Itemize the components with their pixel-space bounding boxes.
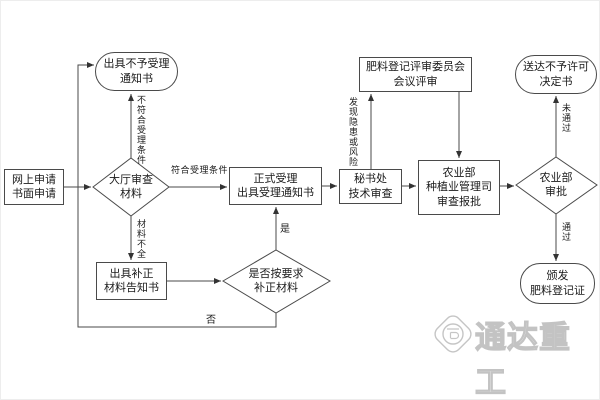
label-incomplete: 材料不全 xyxy=(135,219,145,259)
node-start: 网上申请 书面申请 xyxy=(4,169,64,205)
node-reject-notice: 出具不予受理 通知书 xyxy=(95,52,178,91)
label-not-qualified: 不符合受理条件 xyxy=(135,95,145,165)
label-not-passed: 未通过 xyxy=(560,103,570,133)
supplement-check-diamond xyxy=(222,249,331,314)
node-supplement-check-label: 是否按要求 补正材料 xyxy=(248,267,304,294)
label-passed: 通过 xyxy=(560,222,570,242)
node-hall-review-label: 大厅审查 材料 xyxy=(109,173,153,200)
label-qualified: 符合受理条件 xyxy=(171,166,229,176)
label-risk-found: 发现隐患或风险 xyxy=(347,97,357,167)
label-no: 否 xyxy=(206,315,217,326)
node-deny-decision: 送达不予许可 决定书 xyxy=(515,55,597,94)
node-secretariat: 秘书处 技术审查 xyxy=(339,169,402,204)
node-formal-accept: 正式受理 出具受理通知书 xyxy=(229,167,322,205)
label-yes: 是 xyxy=(280,224,291,235)
node-moa-approve-label: 农业部 审批 xyxy=(539,171,573,198)
node-supplement-notice: 出具补正 材料告知书 xyxy=(96,262,167,300)
node-committee: 肥料登记评审委员会 会议评审 xyxy=(359,57,472,92)
node-issue-cert: 颁发 肥料登记证 xyxy=(520,263,595,304)
watermark-logo-icon xyxy=(434,315,472,353)
edge-check-no-to-reject-notice xyxy=(77,62,277,328)
moa-approve-diamond xyxy=(515,156,598,215)
node-moa-dept: 农业部 种植业管理司 审查报批 xyxy=(418,160,500,215)
watermark-text: 通达重工 xyxy=(474,319,571,400)
